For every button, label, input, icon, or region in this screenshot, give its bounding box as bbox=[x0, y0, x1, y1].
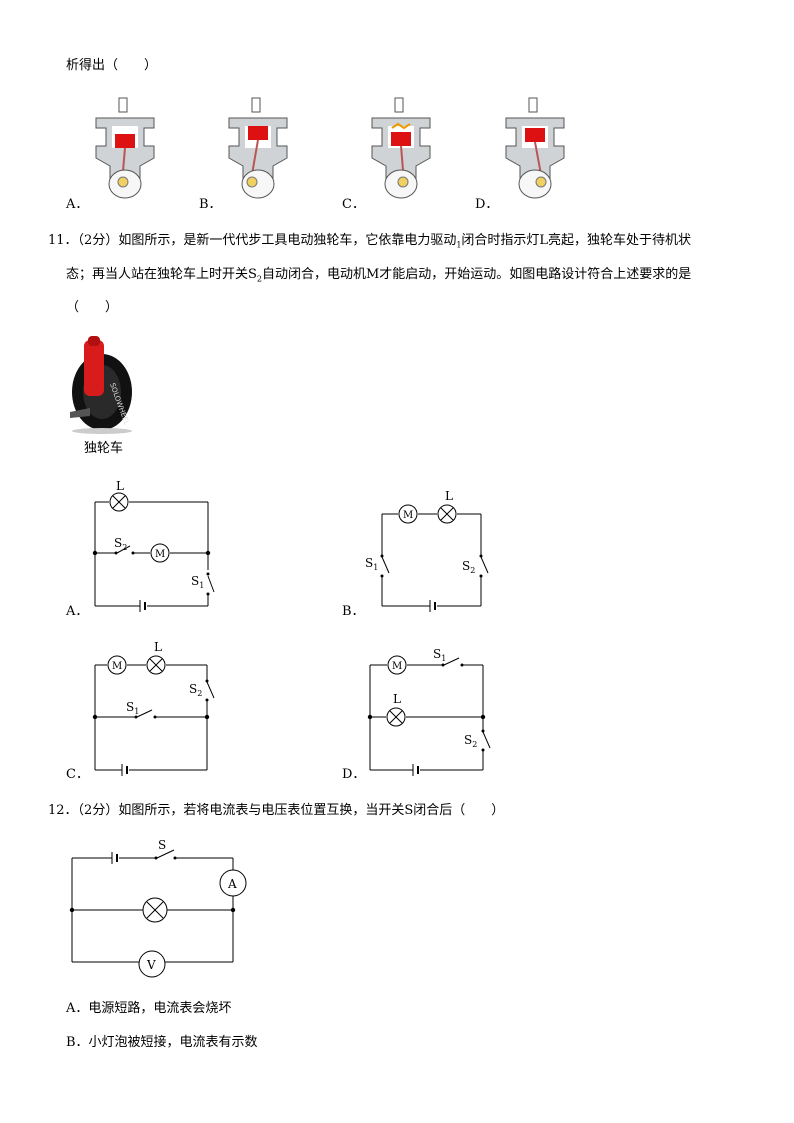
engine-option-c: C． bbox=[342, 197, 365, 212]
engine-figure-a bbox=[95, 97, 155, 199]
label-s1: S1 bbox=[126, 700, 139, 716]
unicycle-image: SOLOWHEEL bbox=[70, 336, 132, 434]
q12-stem: 12．（2分）如图所示，若将电流表与电压表位置互换，当开关S闭合后（ ） bbox=[48, 803, 505, 818]
intro-text: 析得出（ ） bbox=[66, 58, 158, 73]
lamp-symbol bbox=[386, 707, 406, 727]
lamp-symbol bbox=[437, 504, 457, 524]
label-lamp: L bbox=[445, 489, 453, 503]
label-s1: S1 bbox=[191, 574, 204, 590]
label-motor: M bbox=[392, 661, 402, 672]
label-s2: S2 bbox=[462, 559, 475, 575]
label-s1: S1 bbox=[365, 556, 378, 572]
q12-choice-a: A．电源短路，电流表会烧坏 bbox=[66, 1001, 232, 1016]
motor-symbol bbox=[150, 543, 170, 563]
label-switch: S bbox=[158, 838, 166, 852]
engine-option-d: D． bbox=[475, 197, 499, 212]
circuit-option-c: C． bbox=[66, 767, 89, 782]
label-s2: S2 bbox=[114, 536, 127, 552]
label-lamp: L bbox=[393, 692, 401, 706]
label-ammeter: A bbox=[227, 877, 237, 891]
voltmeter-symbol bbox=[138, 950, 166, 978]
q11-line1: 11．（2分）如图所示，是新一代代步工具电动独轮车，它依靠电力驱动1闭合时指示灯… bbox=[48, 233, 692, 250]
engine-figure-b bbox=[228, 97, 288, 199]
engine-figure-d bbox=[505, 97, 565, 199]
lamp-symbol bbox=[142, 897, 168, 923]
label-motor: M bbox=[403, 510, 413, 521]
ammeter-symbol bbox=[219, 869, 247, 897]
motor-symbol bbox=[107, 655, 127, 675]
q11-line2: 态；再当人站在独轮车上时开关S2自动闭合，电动机M才能启动，开始运动。如图电路设… bbox=[66, 267, 692, 284]
engine-option-b: B． bbox=[199, 197, 222, 212]
label-lamp: L bbox=[154, 640, 162, 654]
unicycle-caption: 独轮车 bbox=[84, 441, 124, 456]
label-motor: M bbox=[155, 549, 165, 560]
label-s2: S2 bbox=[189, 682, 202, 698]
q11-line3: （ ） bbox=[66, 300, 119, 315]
engine-figure-c bbox=[371, 97, 431, 199]
label-s2: S2 bbox=[464, 733, 477, 749]
circuit-option-b: B． bbox=[342, 604, 365, 619]
motor-symbol bbox=[398, 504, 418, 524]
motor-symbol bbox=[387, 655, 407, 675]
circuit-option-a: A． bbox=[66, 604, 89, 619]
lamp-symbol bbox=[146, 655, 166, 675]
q12-choice-b: B．小灯泡被短接，电流表有示数 bbox=[66, 1035, 258, 1050]
circuit-option-d: D． bbox=[342, 767, 366, 782]
engine-option-a: A． bbox=[66, 197, 89, 212]
label-motor: M bbox=[112, 661, 122, 672]
label-s1: S1 bbox=[433, 647, 446, 663]
label-voltmeter: V bbox=[146, 958, 156, 972]
lamp-symbol bbox=[109, 492, 129, 512]
label-lamp: L bbox=[116, 479, 124, 493]
